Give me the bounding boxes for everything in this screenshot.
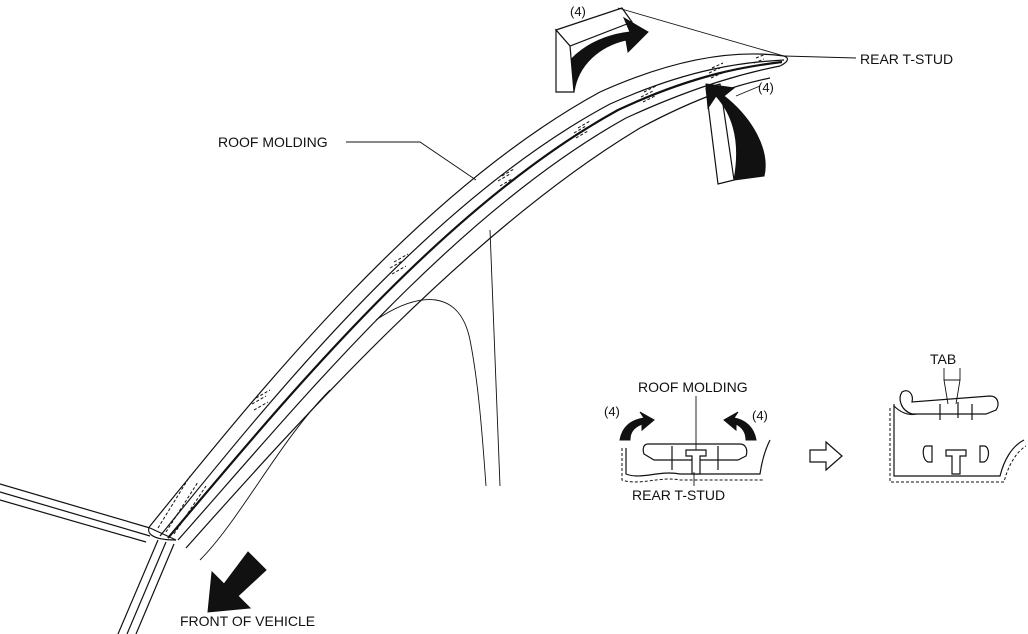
rear-tstud-label: REAR T-STUD: [860, 51, 953, 67]
leader-lines: [346, 7, 857, 181]
detail-rear-tstud-label: REAR T-STUD: [632, 487, 725, 503]
step-label-top-left: (4): [570, 4, 586, 19]
detail-step-right-label: (4): [752, 408, 768, 423]
hollow-right-arrow-icon: [809, 440, 843, 472]
detail-step-left-label: (4): [604, 404, 620, 419]
lift-arrow-right[interactable]: [705, 83, 766, 185]
roof-molding: [148, 53, 789, 549]
detail-roof-molding-label: ROOF MOLDING: [638, 379, 748, 395]
lift-arrow-left[interactable]: [554, 7, 649, 93]
front-direction-arrow-icon: [207, 551, 267, 613]
detail-section-removed: [889, 368, 1027, 483]
clip-markers: [251, 53, 767, 411]
windshield-frame: [0, 483, 177, 634]
tab-label: TAB: [930, 351, 956, 367]
door-pillar-lines: [199, 229, 501, 561]
front-of-vehicle-label: FRONT OF VEHICLE: [180, 613, 315, 629]
roof-molding-label: ROOF MOLDING: [218, 134, 328, 150]
detail-section-installed: [619, 396, 771, 486]
step-label-top-right: (4): [758, 80, 774, 95]
